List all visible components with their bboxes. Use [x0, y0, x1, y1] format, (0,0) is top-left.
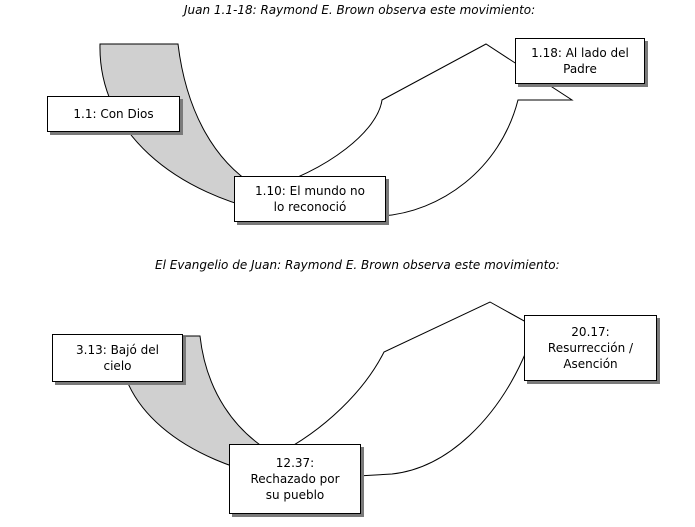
box-line: lo reconoció — [273, 200, 347, 214]
box-line: 12.37: — [275, 456, 315, 470]
box-line: 1.10: El mundo no — [255, 184, 365, 198]
diagram2-box-bottom: 12.37: Rechazado por su pueblo — [229, 444, 361, 514]
diagram2-box-start: 3.13: Bajó del cielo — [52, 334, 183, 382]
box-line: 3.13: Bajó del — [76, 343, 159, 357]
box-line: Padre — [563, 62, 597, 76]
diagram1-caption: Juan 1.1-18: Raymond E. Brown observa es… — [184, 3, 536, 17]
box-line: su pueblo — [265, 488, 325, 502]
box-line: cielo — [103, 359, 132, 373]
diagram2-box-end: 20.17: Resurrección / Asención — [524, 315, 657, 381]
box-line: Asención — [563, 357, 618, 371]
diagram2-caption: El Evangelio de Juan: Raymond E. Brown o… — [155, 258, 560, 272]
box-line: 1.1: Con Dios — [73, 107, 154, 121]
diagram1-box-bottom: 1.10: El mundo no lo reconoció — [234, 176, 386, 222]
box-line: 20.17: — [571, 325, 610, 339]
box-line: 1.18: Al lado del — [531, 46, 629, 60]
box-line: Rechazado por — [250, 472, 340, 486]
diagram1-box-start: 1.1: Con Dios — [47, 96, 180, 132]
diagram1-box-end: 1.18: Al lado del Padre — [515, 38, 645, 84]
box-line: Resurrección / — [547, 341, 634, 355]
diagram1-ascent-arrow — [261, 43, 574, 217]
